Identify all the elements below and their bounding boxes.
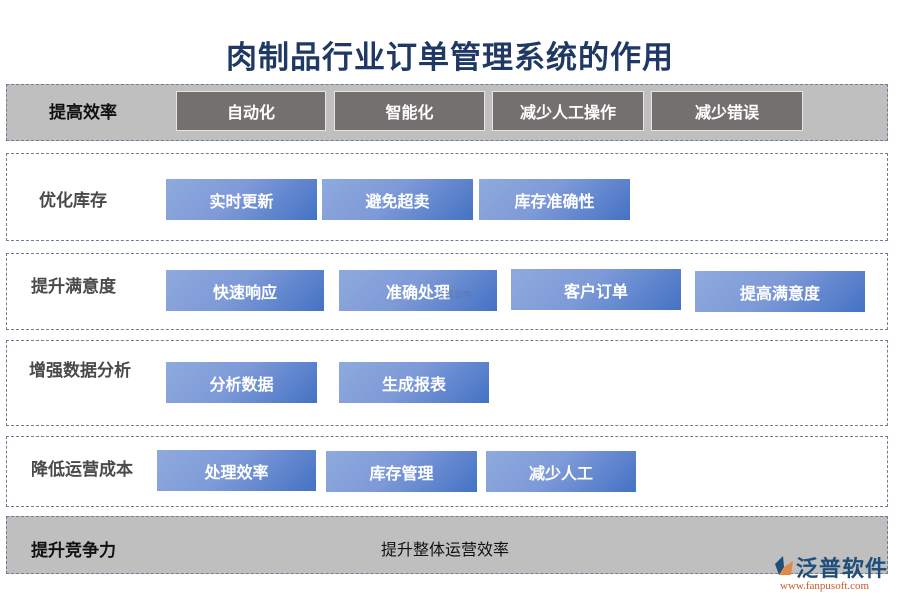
fanpu-logo: 泛普软件 www.fanpusoft.com bbox=[772, 552, 897, 598]
chip-inventory-accuracy: 库存准确性 bbox=[479, 179, 630, 220]
chip-realtime-update: 实时更新 bbox=[166, 179, 317, 220]
chip-reduce-manual: 减少人工操作 bbox=[492, 91, 644, 131]
chip-avoid-overselling: 避免超卖 bbox=[322, 179, 473, 220]
row-label: 增强数据分析 bbox=[29, 361, 131, 381]
chip-quick-response: 快速响应 bbox=[166, 270, 324, 311]
row-label: 降低运营成本 bbox=[31, 460, 133, 480]
chip-reduce-labor: 减少人工 bbox=[486, 451, 636, 492]
logo-mark-icon bbox=[775, 556, 793, 575]
chip-processing-efficiency: 处理效率 bbox=[157, 450, 316, 491]
chip-generate-reports: 生成报表 bbox=[339, 362, 489, 403]
chip-intelligent: 智能化 bbox=[334, 91, 485, 131]
row-label: 提升竞争力 bbox=[31, 541, 116, 561]
row-reduce-operating-costs: 降低运营成本 处理效率 库存管理 减少人工 bbox=[6, 436, 888, 507]
page-title: 肉制品行业订单管理系统的作用 bbox=[226, 40, 674, 76]
row-enhance-data-analysis: 增强数据分析 分析数据 生成报表 bbox=[6, 340, 888, 426]
row-label: 提高效率 bbox=[49, 103, 117, 123]
row-optimize-inventory: 优化库存 实时更新 避免超卖 库存准确性 bbox=[6, 153, 888, 241]
chip-automation: 自动化 bbox=[176, 91, 326, 131]
row-improve-efficiency: 提高效率 自动化 智能化 减少人工操作 减少错误 bbox=[6, 84, 888, 141]
row-improve-competitiveness: 提升竞争力 提升整体运营效率 bbox=[6, 516, 888, 574]
chip-improve-satisfaction: 提高满意度 bbox=[695, 271, 865, 312]
row-label: 提升满意度 bbox=[31, 277, 116, 297]
row-label: 优化库存 bbox=[39, 191, 107, 211]
chip-inventory-management: 库存管理 bbox=[326, 451, 477, 492]
logo-url: www.fanpusoft.com bbox=[780, 580, 870, 592]
chip-analyze-data: 分析数据 bbox=[166, 362, 317, 403]
logo-name: 泛普软件 bbox=[796, 557, 889, 582]
chip-reduce-errors: 减少错误 bbox=[651, 91, 803, 131]
chip-customer-orders: 客户订单 bbox=[511, 269, 681, 310]
watermark-text: 泛普软件 bbox=[436, 291, 473, 301]
row-improve-satisfaction: 提升满意度 快速响应 准确处理 客户订单 提高满意度 bbox=[6, 253, 888, 330]
chip-accurate-processing: 准确处理 bbox=[339, 270, 497, 311]
overall-efficiency-text: 提升整体运营效率 bbox=[381, 540, 510, 559]
